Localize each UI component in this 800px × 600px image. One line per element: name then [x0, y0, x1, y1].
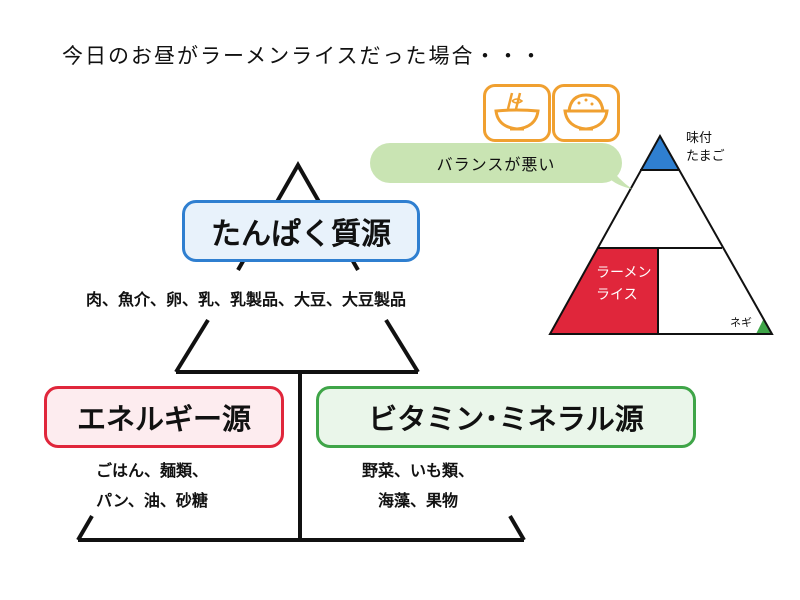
- protein-source-box: たんぱく質源: [182, 200, 420, 262]
- mini-pyramid-outline: [548, 133, 774, 335]
- mini-pyramid-right-label: ネギ: [730, 316, 752, 329]
- ramen-bowl-icon: [483, 84, 551, 142]
- mini-pyramid-left-label: ラーメン ライス: [596, 262, 656, 306]
- speech-bubble-text: バランスが悪い: [436, 155, 556, 174]
- mini-pyramid-top-label-line2: たまご: [686, 149, 725, 164]
- vitamin-mineral-source-label: ビタミン･ミネラル源: [368, 402, 644, 436]
- pyramid-middle-right-line: [384, 318, 420, 374]
- rice-bowl-icon: [552, 84, 620, 142]
- mini-pyramid-left-fill: [550, 248, 658, 334]
- energy-source-label: エネルギー源: [76, 402, 251, 436]
- pyramid-bottom-right-line: [508, 514, 526, 542]
- speech-bubble: バランスが悪い: [370, 143, 632, 189]
- pyramid-middle-left-line: [174, 318, 210, 374]
- mini-pyramid-top-label: 味付 たまご: [686, 130, 740, 166]
- energy-foods-text: ごはん、麺類、 パン、油、砂糖: [96, 456, 208, 516]
- pyramid-bottom-left-line: [76, 514, 94, 542]
- energy-source-box: エネルギー源: [44, 386, 284, 448]
- protein-source-label: たんぱく質源: [211, 217, 391, 252]
- mini-pyramid: [548, 133, 774, 335]
- mini-pyramid-top-fill: [640, 136, 680, 170]
- energy-foods-line1: ごはん、麺類、: [96, 461, 209, 480]
- page-title: 今日のお昼がラーメンライスだった場合・・・: [62, 44, 544, 68]
- mini-pyramid-left-label-line1: ラーメン: [596, 265, 652, 281]
- vitamin-foods-text: 野菜、いも類、 海藻、果物: [362, 456, 474, 516]
- vitamin-foods-line2: 海藻、果物: [378, 491, 459, 510]
- energy-foods-line2: パン、油、砂糖: [96, 491, 208, 510]
- vitamin-mineral-source-box: ビタミン･ミネラル源: [316, 386, 696, 448]
- mini-pyramid-right-fill: [756, 318, 772, 334]
- mini-pyramid-left-label-line2: ライス: [596, 287, 638, 303]
- mini-pyramid-top-label-line1: 味付: [686, 131, 713, 146]
- vitamin-foods-line1: 野菜、いも類、: [362, 461, 475, 480]
- protein-foods-text: 肉、魚介、卵、乳、乳製品、大豆、大豆製品: [86, 290, 407, 309]
- speech-bubble-tail: [608, 165, 632, 189]
